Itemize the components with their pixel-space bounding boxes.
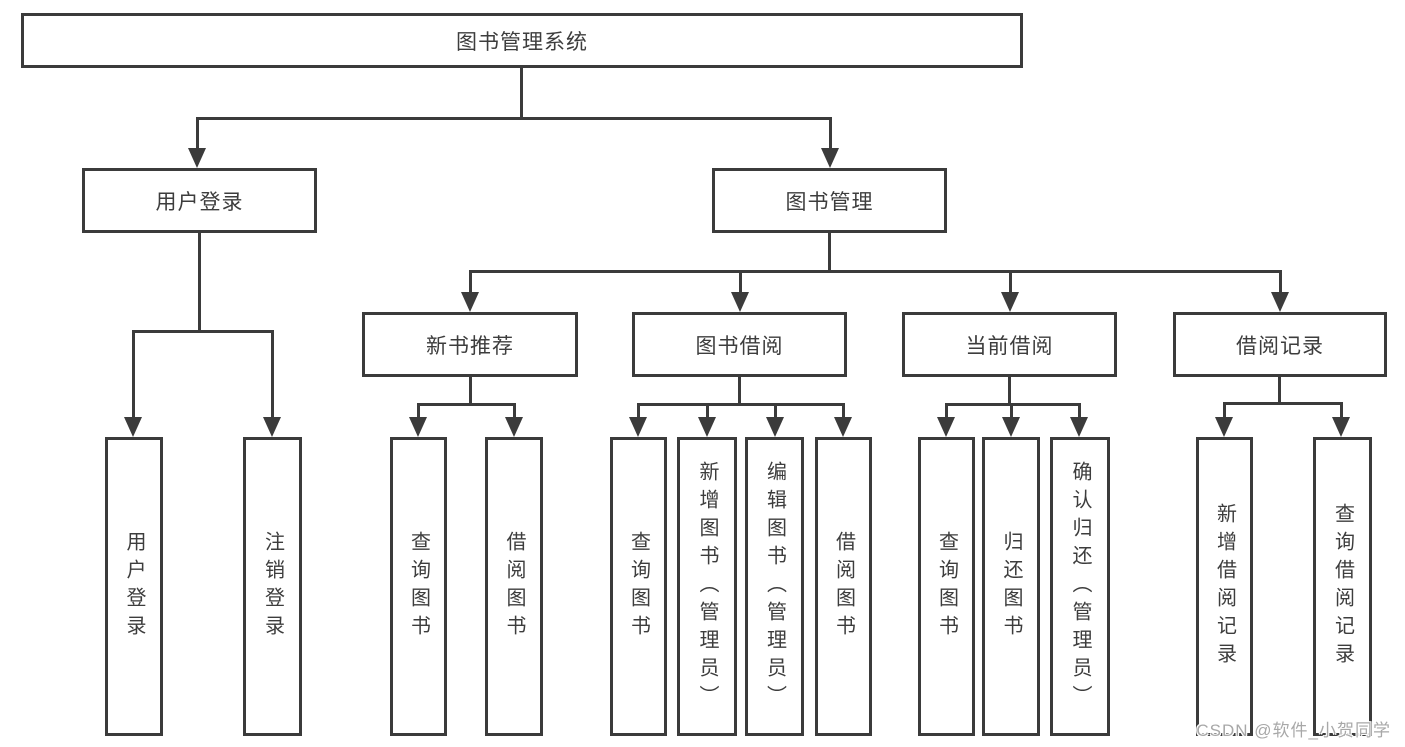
connector-line <box>829 117 832 150</box>
arrow-down-icon <box>731 292 749 312</box>
node-label: 确认归还（管理员） <box>1069 460 1091 713</box>
connector-line <box>196 117 199 150</box>
arrow-down-icon <box>1001 292 1019 312</box>
connector-line <box>1279 270 1282 294</box>
arrow-down-icon <box>461 292 479 312</box>
node-label: 查询图书 <box>935 530 958 643</box>
node-new-book-recommendation: 新书推荐 <box>362 312 578 377</box>
node-label: 查询图书 <box>407 530 430 643</box>
leaf-confirm-return-admin: 确认归还（管理员） <box>1050 437 1110 736</box>
connector-line <box>132 330 135 419</box>
node-label: 借阅记录 <box>1236 334 1324 358</box>
node-label: 借阅图书 <box>832 530 855 643</box>
arrow-down-icon <box>124 417 142 437</box>
connector-line <box>637 403 843 406</box>
connector-line <box>417 403 516 406</box>
arrow-down-icon <box>821 148 839 168</box>
leaf-edit-book-admin: 编辑图书（管理员） <box>745 437 804 736</box>
node-user-login: 用户登录 <box>82 168 317 233</box>
connector-line <box>842 403 845 419</box>
connector-line <box>271 330 274 419</box>
connector-line <box>513 403 516 419</box>
node-label: 新增借阅记录 <box>1213 502 1236 671</box>
node-book-management: 图书管理 <box>712 168 947 233</box>
node-label: 查询图书 <box>627 530 650 643</box>
connector-line <box>774 403 777 419</box>
connector-line <box>469 375 472 406</box>
connector-line <box>520 66 523 118</box>
connector-line <box>706 403 709 419</box>
connector-line <box>945 403 948 419</box>
connector-line <box>828 231 831 273</box>
connector-line <box>1223 402 1343 405</box>
arrow-down-icon <box>1332 417 1350 437</box>
node-label: 注销登录 <box>261 530 284 643</box>
leaf-add-book-admin: 新增图书（管理员） <box>677 437 737 736</box>
node-label: 新增图书（管理员） <box>696 460 718 713</box>
connector-line <box>132 330 274 333</box>
leaf-borrow-books-recommend: 借阅图书 <box>485 437 543 736</box>
leaf-user-login: 用户登录 <box>105 437 163 736</box>
node-label: 编辑图书（管理员） <box>763 460 786 713</box>
leaf-query-books-borrowing: 查询图书 <box>610 437 667 736</box>
node-label: 新书推荐 <box>426 334 514 358</box>
connector-line <box>637 403 640 419</box>
arrow-down-icon <box>937 417 955 437</box>
connector-line <box>945 403 1081 406</box>
arrow-down-icon <box>1002 417 1020 437</box>
node-label: 归还图书 <box>1000 530 1022 643</box>
connector-line <box>198 231 201 332</box>
connector-line <box>1078 403 1081 419</box>
leaf-logout: 注销登录 <box>243 437 302 736</box>
node-current-borrowing: 当前借阅 <box>902 312 1117 377</box>
leaf-add-borrow-record: 新增借阅记录 <box>1196 437 1253 736</box>
node-label: 用户登录 <box>123 530 145 643</box>
node-library-system: 图书管理系统 <box>21 13 1023 68</box>
connector-line <box>1009 270 1012 294</box>
arrow-down-icon <box>263 417 281 437</box>
arrow-down-icon <box>188 148 206 168</box>
node-label: 图书管理 <box>785 190 874 214</box>
connector-line <box>738 375 741 406</box>
node-book-borrowing: 图书借阅 <box>632 312 847 377</box>
watermark: CSDN @软件_小贺同学 <box>1196 721 1391 740</box>
node-label: 用户登录 <box>155 190 244 214</box>
connector-line <box>1340 402 1343 419</box>
leaf-query-books-current: 查询图书 <box>918 437 975 736</box>
connector-line <box>1278 375 1281 405</box>
connector-line <box>1223 402 1226 419</box>
arrow-down-icon <box>1070 417 1088 437</box>
arrow-down-icon <box>698 417 716 437</box>
connector-line <box>417 403 420 419</box>
leaf-query-borrow-record: 查询借阅记录 <box>1313 437 1372 736</box>
arrow-down-icon <box>1215 417 1233 437</box>
leaf-borrow-books-borrowing: 借阅图书 <box>815 437 872 736</box>
node-label: 图书借阅 <box>695 334 784 358</box>
connector-line <box>739 270 742 294</box>
connector-line <box>1008 375 1011 406</box>
node-label: 当前借阅 <box>965 334 1054 358</box>
node-label: 图书管理系统 <box>456 30 588 54</box>
connector-line <box>1010 403 1013 419</box>
connector-line <box>196 117 832 120</box>
node-borrowing-records: 借阅记录 <box>1173 312 1387 377</box>
connector-line <box>469 270 472 294</box>
leaf-query-books-recommend: 查询图书 <box>390 437 447 736</box>
arrow-down-icon <box>834 417 852 437</box>
arrow-down-icon <box>1271 292 1289 312</box>
arrow-down-icon <box>409 417 427 437</box>
arrow-down-icon <box>629 417 647 437</box>
leaf-return-book: 归还图书 <box>982 437 1040 736</box>
node-label: 借阅图书 <box>503 530 525 643</box>
arrow-down-icon <box>766 417 784 437</box>
arrow-down-icon <box>505 417 523 437</box>
node-label: 查询借阅记录 <box>1331 502 1354 671</box>
connector-line <box>469 270 1281 273</box>
